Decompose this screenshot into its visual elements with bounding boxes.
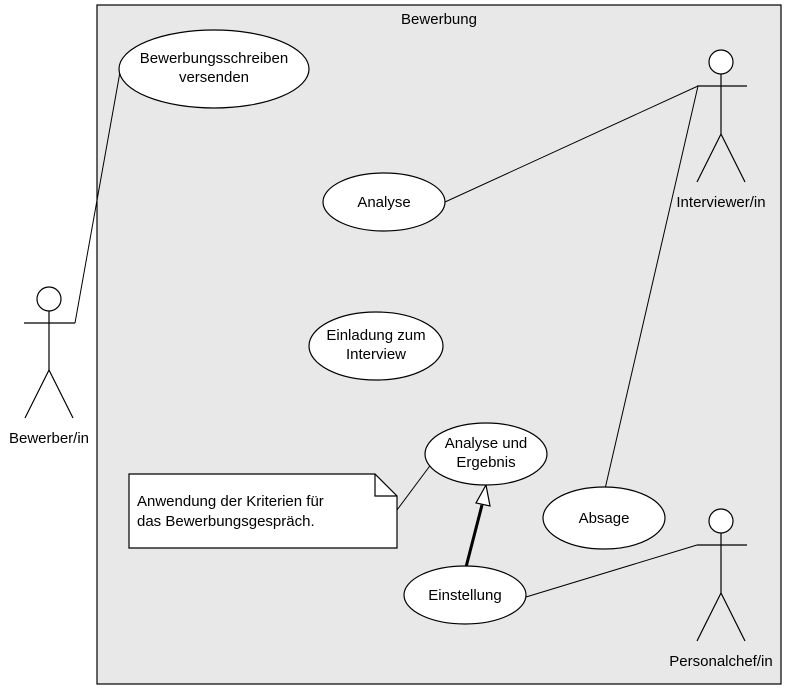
note-fold-icon [374, 474, 397, 497]
actor-label: Bewerber/in [9, 430, 89, 447]
use-case-einladung[interactable]: Einladung zum Interview [308, 311, 444, 381]
use-case-einstellung[interactable]: Einstellung [403, 565, 527, 625]
use-case-ellipse [403, 565, 527, 625]
use-case-ellipse [424, 422, 548, 486]
use-case-label: Ergebnis [456, 454, 515, 471]
use-case-ellipse [322, 172, 446, 232]
use-case-ergebnis[interactable]: Analyse und Ergebnis [424, 422, 548, 486]
use-case-ellipse [118, 29, 310, 109]
use-case-versenden[interactable]: Bewerbungsschreiben versenden [118, 29, 310, 109]
use-case-label: Bewerbungsschreiben [140, 50, 288, 67]
actor-label: Personalchef/in [669, 653, 772, 670]
association-interviewer-absage [604, 85, 699, 490]
use-case-absage[interactable]: Absage [542, 486, 666, 550]
actor-leg-right [48, 369, 74, 419]
system-title: Bewerbung [401, 11, 477, 28]
use-case-analyse[interactable]: Analyse [322, 172, 446, 232]
association-personalchef-einstellung [525, 544, 698, 598]
actor-bewerber[interactable]: Bewerber/in [9, 286, 89, 447]
connectors [74, 71, 699, 598]
actor-leg-left [696, 133, 722, 183]
note-link-ergebnis [396, 462, 433, 511]
note[interactable]: Anwendung der Kriterien für das Bewerbun… [128, 473, 398, 549]
actor-leg-left [24, 369, 50, 419]
note-text: das Bewerbungsgespräch. [137, 513, 315, 530]
use-case-label: Absage [579, 510, 630, 527]
actor-leg-left [696, 592, 722, 642]
use-case-ellipse [308, 311, 444, 381]
use-case-label: versenden [179, 69, 249, 86]
use-case-label: Interview [346, 346, 406, 363]
note-text: Anwendung der Kriterien für [137, 493, 324, 510]
generalization-arrowhead [475, 483, 491, 507]
use-case-label: Einladung zum [326, 327, 425, 344]
actor-head-icon [36, 286, 62, 312]
actor-head-icon [708, 49, 734, 75]
use-case-label: Analyse [357, 194, 410, 211]
note-body [128, 473, 398, 549]
actor-interviewer[interactable]: Interviewer/in [676, 49, 766, 211]
generalization-einstellung-ergebnis [463, 483, 491, 572]
actor-head-icon [708, 508, 734, 534]
use-case-label: Analyse und [445, 435, 528, 452]
association-bewerber-versenden [74, 71, 121, 324]
generalization-line [463, 504, 484, 572]
use-case-label: Einstellung [428, 587, 501, 604]
actor-leg-right [720, 592, 746, 642]
actor-label: Interviewer/in [676, 194, 765, 211]
association-interviewer-analyse [444, 85, 699, 203]
actor-leg-right [720, 133, 746, 183]
use-case-ellipse [542, 486, 666, 550]
actor-personalchef[interactable]: Personalchef/in [669, 508, 773, 670]
